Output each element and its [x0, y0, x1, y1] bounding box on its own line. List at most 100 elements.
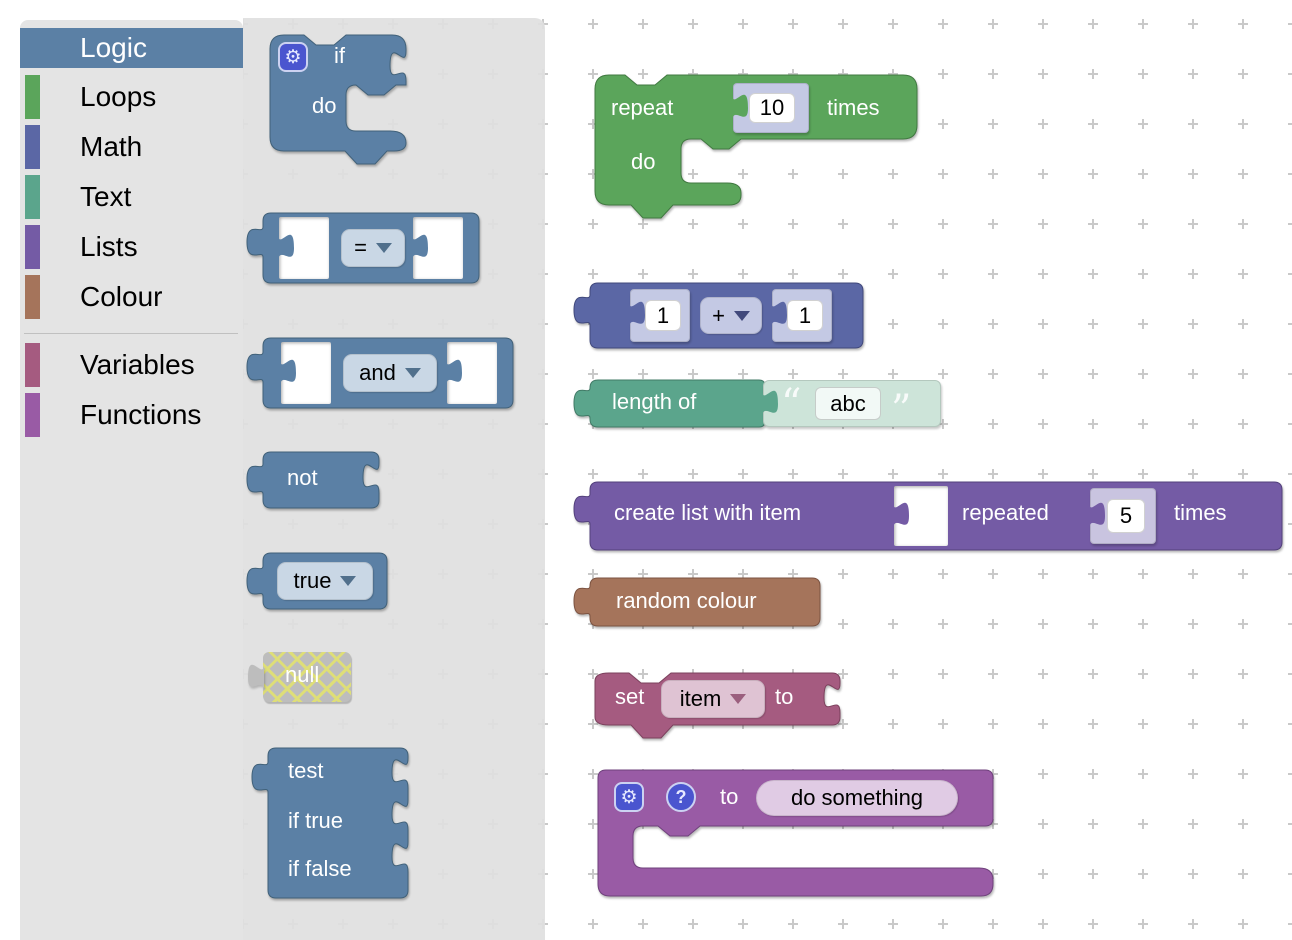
times-label: times [1174, 500, 1227, 525]
count-value: 5 [1119, 503, 1133, 528]
text-shadow-block: “ abc ” [762, 380, 941, 433]
times-label: times [827, 95, 880, 120]
flyout-block-ternary[interactable]: test if true if false [251, 747, 409, 899]
category-color-chip [25, 393, 40, 437]
mutator-gear-icon[interactable]: ⚙ [614, 782, 644, 812]
category-label: Functions [80, 399, 202, 430]
mutator-gear-icon[interactable]: ⚙ [278, 42, 308, 72]
repeat-count-field[interactable]: 10 [749, 93, 795, 123]
dropdown-arrow [730, 694, 747, 704]
category-color-chip [25, 175, 40, 219]
repeat-label: repeat [611, 95, 674, 120]
boolean-dropdown[interactable]: true [277, 562, 373, 600]
socket-tab [732, 93, 748, 123]
function-name-value: do something [790, 785, 924, 810]
repeat-block-shape [594, 74, 918, 219]
toolbox-category-loops[interactable]: Loops [20, 75, 243, 119]
socket-tab [1089, 501, 1105, 531]
flyout-block-and[interactable]: and [246, 337, 514, 409]
help-icon[interactable]: ? [666, 782, 696, 812]
to-label: to [775, 684, 794, 709]
operator-dropdown[interactable]: = [341, 229, 405, 267]
toolbox-category-lists[interactable]: Lists [20, 225, 243, 269]
repeat-count-value: 10 [759, 95, 785, 120]
if-true-label: if true [288, 808, 344, 833]
to-label: to [720, 784, 739, 809]
if-false-label: if false [288, 856, 352, 881]
socket-tab [412, 233, 428, 263]
value-socket [412, 217, 463, 279]
left-operand-field[interactable]: 1 [645, 300, 681, 331]
test-label: test [288, 758, 324, 783]
flyout-block-compare[interactable]: = [246, 212, 480, 284]
category-label: Text [80, 181, 132, 212]
toolbox-category-text[interactable]: Text [20, 175, 243, 219]
right-operand-value: 1 [798, 302, 812, 328]
category-color-chip [25, 225, 40, 269]
category-label: Variables [80, 349, 195, 380]
flyout-block-if[interactable]: ⚙ if do [269, 34, 407, 165]
workspace-block-random-colour[interactable]: random colour [573, 577, 821, 627]
value-socket [280, 342, 331, 404]
random-colour-label: random colour [616, 588, 757, 613]
right-operand-field[interactable]: 1 [787, 300, 823, 331]
operator-dropdown[interactable]: and [343, 354, 437, 392]
category-label: Colour [80, 281, 163, 312]
not-label: not [287, 465, 318, 490]
toolbox-category-functions[interactable]: Functions [20, 393, 243, 437]
null-label: null [285, 662, 320, 687]
category-color-chip [25, 75, 40, 119]
item-socket [893, 486, 948, 546]
operator-value: = [354, 235, 367, 260]
category-label: Lists [80, 231, 138, 262]
output-tab [248, 663, 264, 693]
not-block-shape [246, 451, 380, 509]
if-label: if [334, 43, 345, 68]
workspace-block-function-definition[interactable]: ⚙ ? to do something [597, 769, 994, 897]
function-name-field[interactable]: do something [756, 780, 958, 816]
toolbox-category-math[interactable]: Math [20, 125, 243, 169]
variable-name: item [679, 686, 722, 711]
repeated-label: repeated [962, 500, 1049, 525]
toolbox-separator [24, 333, 238, 334]
variable-dropdown[interactable]: item [661, 680, 765, 718]
workspace-block-repeat[interactable]: repeat 10 times do [594, 74, 918, 219]
count-field[interactable]: 5 [1107, 499, 1145, 533]
operator-value: + [712, 302, 725, 328]
workspace-block-arithmetic[interactable]: 1 + 1 [573, 282, 864, 349]
workspace-block-set-variable[interactable]: set item to [594, 672, 841, 739]
left-operand-value: 1 [656, 302, 670, 328]
socket-tab [893, 501, 909, 531]
repeat-count-shadow: 10 [732, 83, 809, 133]
socket-tab [771, 300, 787, 330]
right-operand-shadow: 1 [771, 289, 832, 342]
category-color-chip [25, 125, 40, 169]
close-quote: ” [891, 387, 912, 433]
dropdown-arrow [733, 310, 750, 321]
socket-tab [446, 358, 462, 388]
category-label: Math [80, 131, 143, 162]
flyout-block-not[interactable]: not [246, 451, 380, 509]
workspace-block-length-of[interactable]: length of “ abc ” [573, 379, 950, 433]
do-label: do [312, 93, 337, 118]
text-field[interactable]: abc [815, 387, 881, 420]
length-of-label: length of [612, 389, 697, 414]
socket-tab [762, 389, 778, 419]
flyout-block-null[interactable]: null [248, 652, 351, 702]
toolbox: Logic Loops Math Text Lists Colour Varia… [20, 20, 243, 940]
socket-tab [629, 300, 645, 330]
set-label: set [615, 684, 645, 709]
category-color-chip [25, 275, 40, 319]
workspace-block-create-list[interactable]: create list with item repeated 5 times [573, 481, 1283, 551]
toolbox-category-logic[interactable]: Logic [20, 28, 243, 68]
flyout-block-boolean[interactable]: true [246, 552, 388, 610]
category-label: Logic [80, 32, 147, 63]
left-operand-shadow: 1 [629, 289, 690, 342]
random-colour-block-shape [573, 577, 821, 627]
arithmetic-operator-dropdown[interactable]: + [700, 297, 762, 334]
operator-value: and [359, 360, 396, 385]
toolbox-category-colour[interactable]: Colour [20, 275, 243, 319]
toolbox-category-variables[interactable]: Variables [20, 343, 243, 387]
category-label: Loops [80, 81, 157, 112]
